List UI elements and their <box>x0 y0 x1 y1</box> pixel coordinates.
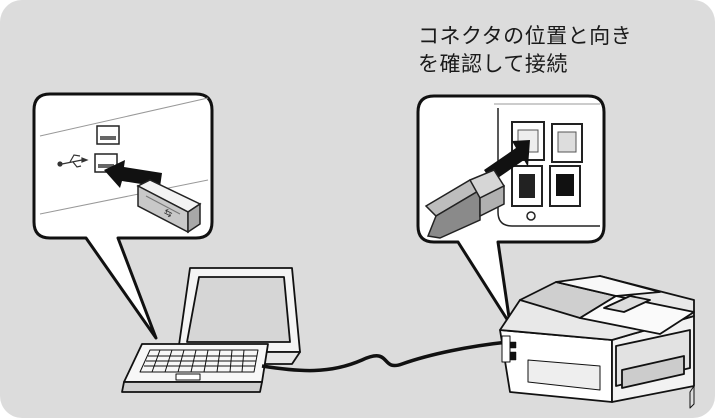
instruction-caption: コネクタの位置と向き を確認して接続 <box>418 22 632 78</box>
usb-port-upper <box>96 125 120 145</box>
caption-line-2: を確認して接続 <box>418 52 568 76</box>
usb-symbol-icon <box>57 154 89 168</box>
printer-usb-port <box>509 341 517 349</box>
usb-b-plug <box>424 169 506 239</box>
usb-cable <box>261 340 509 373</box>
caption-line-1: コネクタの位置と向き <box>418 24 633 48</box>
printer <box>499 275 695 409</box>
laptop-keyboard <box>139 349 259 373</box>
computer-port-callout: ⇆ <box>32 92 214 340</box>
usb-a-plug: ⇆ <box>136 179 202 234</box>
printer-port-callout <box>416 94 606 326</box>
laptop-touchpad <box>175 373 201 381</box>
laptop <box>121 267 301 393</box>
